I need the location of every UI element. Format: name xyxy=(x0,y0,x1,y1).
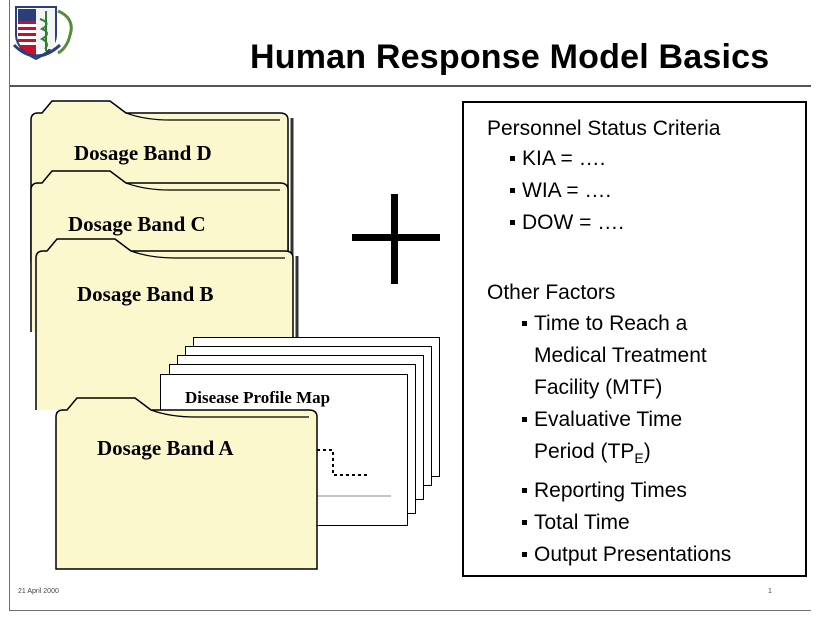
factor-reporting-times: Reporting Times xyxy=(534,479,687,502)
footer-date: 21 April 2000 xyxy=(18,588,59,595)
folder-label-a: Dosage Band A xyxy=(97,436,234,460)
factor-time-to-mtf-line-1: Time to Reach a xyxy=(534,312,688,335)
criteria-item-kia: KIA = …. xyxy=(522,147,606,170)
bullet-icon xyxy=(522,520,527,525)
folder-label-d: Dosage Band D xyxy=(74,141,212,165)
folder-label-b: Dosage Band B xyxy=(77,282,214,306)
factor-evaluative-time-line-2: Period (TPE) xyxy=(534,439,651,471)
factor-evaluative-period-text: Period (TP xyxy=(534,440,635,463)
page-number: 1 xyxy=(768,588,772,595)
factor-time-to-mtf-line-3: Facility (MTF) xyxy=(534,376,663,399)
factor-evaluative-subscript: E xyxy=(634,450,644,467)
criteria-item-dow: DOW = …. xyxy=(522,211,625,234)
bullet-icon xyxy=(522,321,527,326)
personnel-status-heading: Personnel Status Criteria xyxy=(487,117,721,140)
factor-evaluative-suffix: ) xyxy=(643,440,651,463)
bullet-icon xyxy=(510,156,515,161)
criteria-item-wia: WIA = …. xyxy=(522,179,612,202)
disease-profile-map-label: Disease Profile Map xyxy=(185,388,331,407)
folder-dosage-band-a: Dosage Band A xyxy=(55,395,321,570)
factor-output-presentations: Output Presentations xyxy=(534,543,732,566)
bullet-icon xyxy=(510,220,515,225)
slide-title: Human Response Model Basics xyxy=(250,38,770,76)
bullet-icon xyxy=(522,417,527,422)
other-factors-heading: Other Factors xyxy=(487,281,616,304)
folder-label-c: Dosage Band C xyxy=(68,212,206,236)
criteria-box xyxy=(462,101,807,577)
bullet-icon xyxy=(522,488,527,493)
plus-sign-icon xyxy=(352,194,440,284)
bullet-icon xyxy=(510,188,515,193)
factor-total-time: Total Time xyxy=(534,511,630,534)
shield-logo-icon xyxy=(12,5,84,61)
factor-time-to-mtf-line-2: Medical Treatment xyxy=(534,344,707,367)
title-underline xyxy=(10,85,811,87)
slide-frame xyxy=(9,0,811,611)
factor-evaluative-time-line-1: Evaluative Time xyxy=(534,408,683,431)
bullet-icon xyxy=(522,552,527,557)
